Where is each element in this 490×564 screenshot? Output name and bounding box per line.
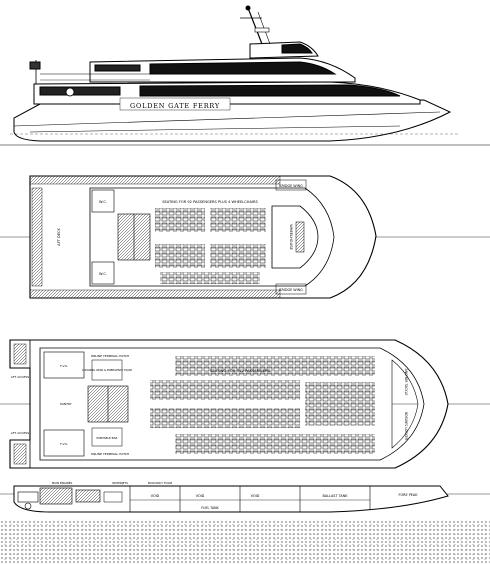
main-stern-steps-bottom bbox=[13, 443, 27, 465]
upper-wc-bottom-label: W.C. bbox=[99, 272, 107, 276]
upper-bridge-wing-bottom bbox=[275, 283, 307, 295]
inboard-hull bbox=[13, 485, 449, 513]
main-seats-outer-top bbox=[175, 356, 375, 376]
main-bar-block bbox=[91, 427, 123, 447]
upper-wheelhouse bbox=[271, 205, 319, 269]
inboard-fore-peak-label: FORE PEAK bbox=[399, 493, 419, 497]
inboard-engine-1 bbox=[39, 487, 73, 505]
upper-deck-plan bbox=[0, 175, 490, 299]
inboard-waterjet bbox=[17, 491, 39, 503]
upper-wc-top-label: W.C. bbox=[99, 200, 107, 204]
upper-bridge-wing-top-label: BRIDGE WING bbox=[279, 184, 303, 188]
upper-seats-fwd-top bbox=[210, 208, 266, 232]
inboard-engines-note: MAIN ENGINES bbox=[52, 481, 73, 485]
main-seating-label: SEATING FOR 312 PASSENGERS bbox=[210, 368, 271, 373]
scan-noise-band bbox=[0, 520, 490, 564]
main-seats-outer-bottom bbox=[175, 434, 375, 454]
upper-aft-rail-top bbox=[29, 175, 281, 185]
upper-bridge-wing-top bbox=[275, 179, 307, 191]
upper-seating-label: SEATING FOR 92 PASSENGERS PLUS 4 WHEELCH… bbox=[162, 200, 258, 204]
main-online-terminal-bottom-label: ONLINE TERMINAL HATCH bbox=[91, 452, 130, 456]
main-aft-room-bottom bbox=[43, 429, 85, 457]
upper-room-1 bbox=[91, 189, 115, 213]
upper-seats-outer-top bbox=[160, 272, 260, 284]
profile-mast-radar bbox=[254, 27, 270, 33]
inboard-buoyancy-note: BUOYANCY FOAM bbox=[148, 481, 173, 485]
upper-room-2 bbox=[91, 261, 115, 285]
main-tvs-top-label: T.V.S. bbox=[59, 364, 68, 368]
profile-flag bbox=[29, 61, 41, 70]
main-online-terminal-top-label: ONLINE TERMINAL HATCH bbox=[91, 354, 130, 358]
main-portable-bar-label: PORTABLE BAR bbox=[97, 436, 118, 440]
main-cabin-outline bbox=[39, 347, 425, 461]
main-aft-room-top bbox=[43, 351, 85, 379]
main-seats-inner-bottom bbox=[150, 408, 300, 428]
profile-sheer-line bbox=[13, 111, 441, 127]
inboard-void-1-label: VOID bbox=[196, 494, 205, 498]
profile-wheelhouse-windows bbox=[281, 43, 313, 54]
profile-main-windows bbox=[39, 86, 121, 96]
main-aft-access-top-label: AFT ACCESS bbox=[11, 375, 30, 379]
main-cleaning-gear-label: CLEANING GEAR & EMERGENCY EQUIP bbox=[82, 368, 132, 372]
profile-mast bbox=[247, 7, 263, 45]
upper-seats-aft-bottom bbox=[155, 244, 205, 268]
inboard-profile-view bbox=[0, 485, 490, 513]
profile-upper-windows-aft bbox=[94, 64, 141, 72]
upper-deck-outline bbox=[29, 175, 377, 299]
main-pantry-label: PANTRY bbox=[60, 402, 72, 406]
upper-wheelhouse-label: WHEELHOUSE bbox=[289, 224, 293, 250]
inboard-engine-2 bbox=[75, 489, 101, 503]
hull-name-label: GOLDEN GATE FERRY bbox=[130, 102, 220, 110]
upper-cabin-outline bbox=[89, 187, 335, 287]
main-aft-access-bottom-label: AFT ACCESS bbox=[11, 431, 30, 435]
inboard-jet-intake bbox=[24, 502, 32, 510]
inboard-waterjets-note: WATERJETS bbox=[112, 481, 128, 485]
upper-helm-console bbox=[295, 221, 305, 253]
side-profile-view bbox=[0, 5, 490, 146]
upper-seats-aft-top bbox=[155, 208, 205, 232]
inboard-void-3-label: VOID bbox=[151, 494, 160, 498]
inboard-ballast-label: BALLAST TANK bbox=[322, 494, 348, 498]
profile-hull-name-band bbox=[119, 97, 231, 111]
upper-bridge-wing-bottom-label: BRIDGE WING bbox=[279, 288, 303, 292]
profile-main-windows-fwd bbox=[139, 84, 401, 97]
main-seats-inner-top bbox=[150, 380, 300, 400]
main-anchor-tackle-label: ANCHOR TACKLE bbox=[404, 369, 408, 396]
main-stern-steps-top bbox=[13, 343, 27, 365]
upper-aft-rail-bottom bbox=[29, 289, 281, 299]
profile-upper-windows bbox=[149, 61, 337, 75]
main-tvs-bottom-label: T.V.S. bbox=[59, 442, 68, 446]
main-demihull-bottom bbox=[10, 439, 31, 469]
main-seats-fwd bbox=[305, 382, 375, 426]
inboard-fuel-label: FUEL TANK bbox=[201, 506, 219, 510]
main-demihull-top bbox=[10, 339, 31, 369]
profile-hull bbox=[13, 99, 452, 142]
profile-life-ring bbox=[65, 87, 75, 97]
main-deck-plan bbox=[0, 339, 490, 469]
upper-aft-stern bbox=[31, 187, 43, 287]
main-bosuns-locker-label: BOSUN'S LOCKER bbox=[404, 412, 408, 441]
upper-seats-fwd-bottom bbox=[210, 244, 266, 268]
inboard-void-2-label: VOID bbox=[251, 494, 260, 498]
upper-aft-deck-label: AFT DECK bbox=[57, 228, 61, 246]
profile-mast-light bbox=[245, 5, 251, 11]
inboard-gearbox bbox=[103, 491, 123, 503]
main-pantry-block bbox=[91, 359, 123, 381]
profile-rub-rail bbox=[29, 125, 401, 133]
